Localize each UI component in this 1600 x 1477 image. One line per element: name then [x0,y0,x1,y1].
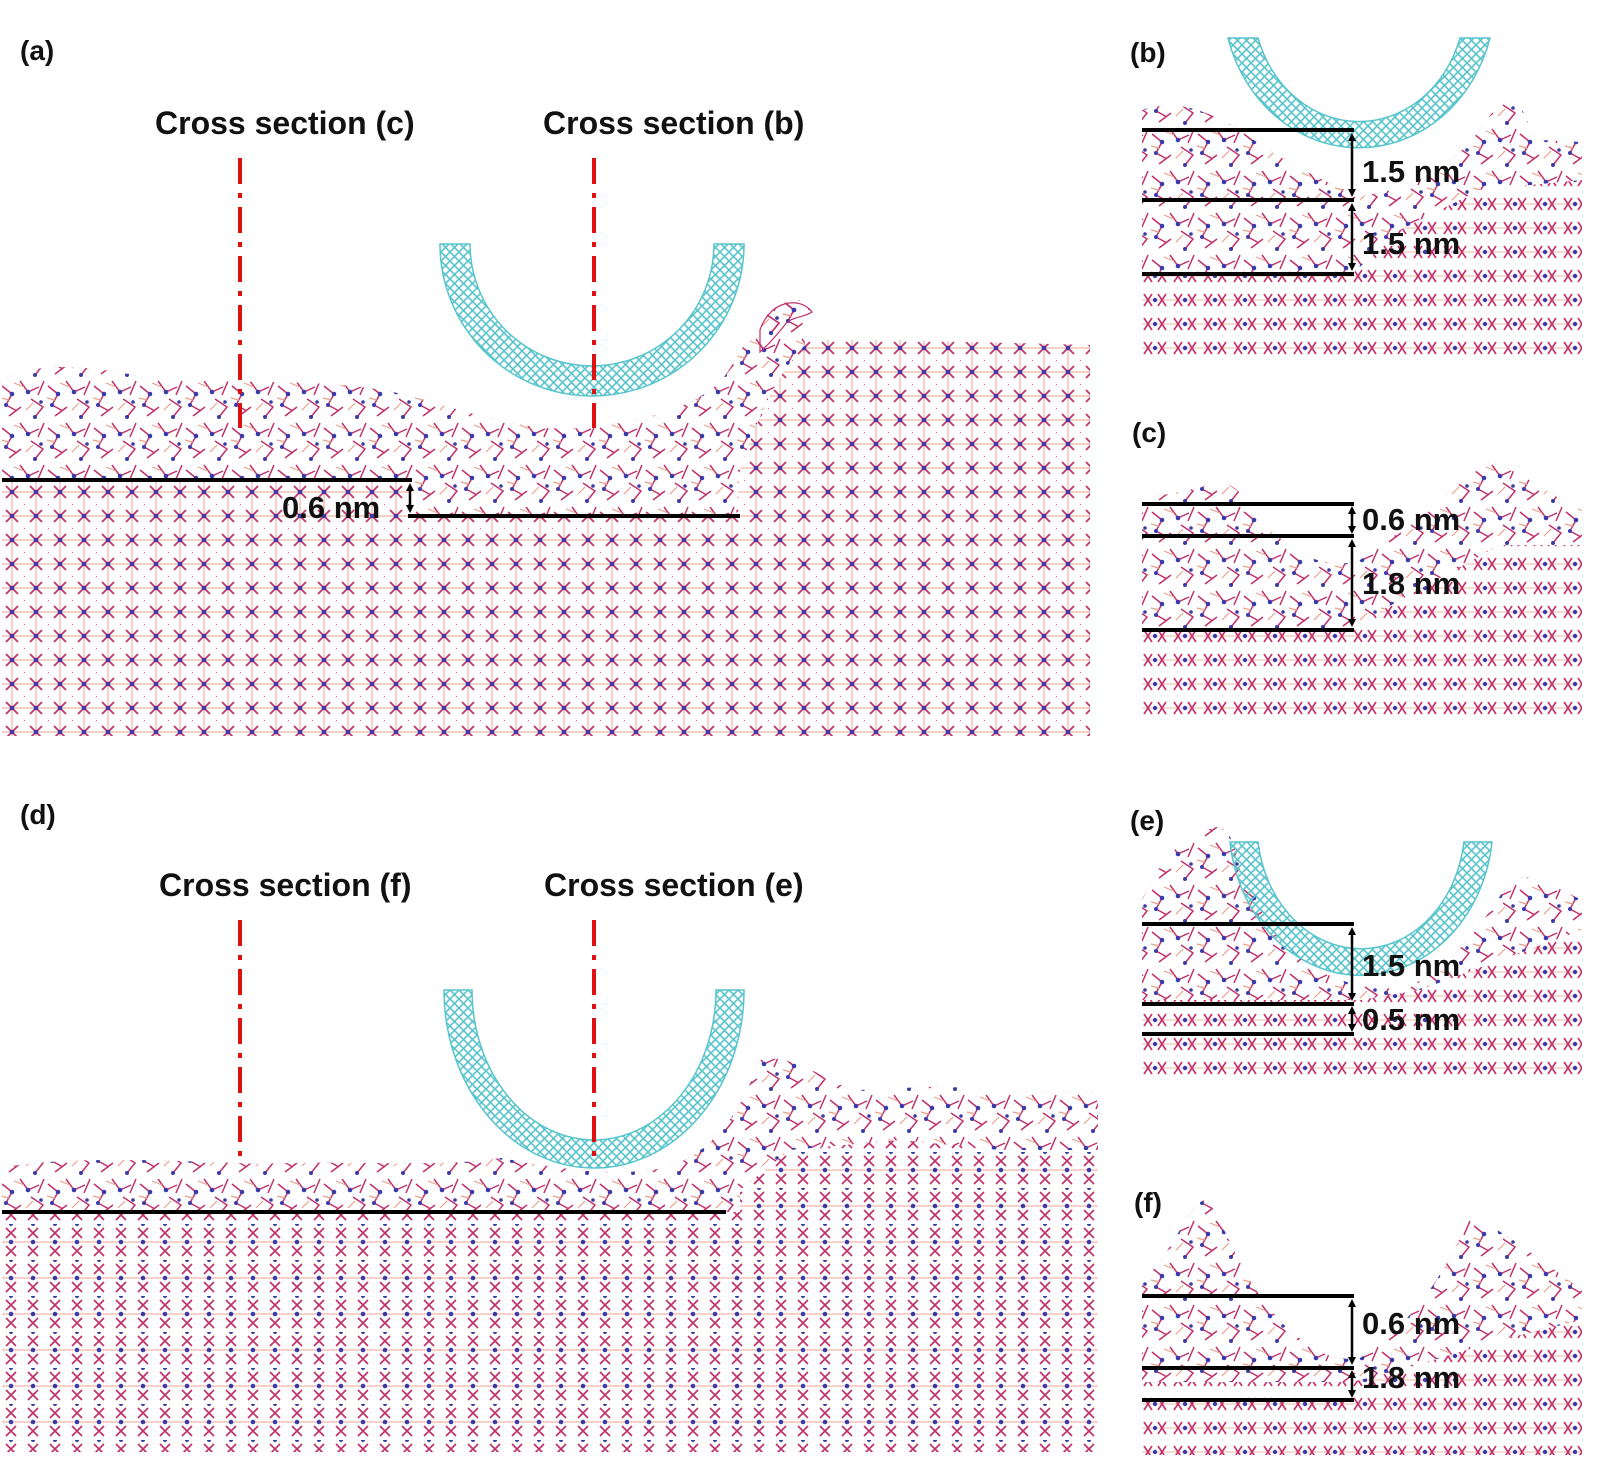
panel-c: (c) 0.6 nm 1.8 nm [1132,417,1582,722]
panel-label-b: (b) [1130,37,1166,68]
panel-a: (a) Cross section (c) Cross section (b) … [2,35,1090,736]
panel-b-upper-depth: 1.5 nm [1362,154,1460,189]
panel-e-upper-depth: 1.5 nm [1362,948,1460,983]
panel-e-tool [1229,841,1493,976]
panel-e-lower-depth: 0.5 nm [1362,1002,1460,1037]
cross-section-f-label: Cross section (f) [159,867,411,903]
cross-section-e-label: Cross section (e) [544,867,804,903]
panel-label-e: (e) [1130,805,1164,836]
panel-b: (b) 1.5 nm 1.5 nm [1130,37,1582,360]
panel-c-lower-depth: 1.8 nm [1362,566,1460,601]
panel-a-tool [439,243,745,397]
panel-f-upper-depth: 0.6 nm [1362,1306,1460,1341]
panel-d-tool [443,989,745,1169]
panel-a-depth-label: 0.6 nm [282,490,380,525]
cross-section-b-label: Cross section (b) [543,105,804,141]
panel-label-f: (f) [1134,1187,1162,1218]
panel-f: (f) 0.6 nm 1.8 nm [1134,1187,1582,1455]
panel-e: (e) 1.5 nm 0.5 nm [1130,805,1582,1080]
panel-f-lower-depth: 1.8 nm [1362,1360,1460,1395]
panel-label-d: (d) [20,799,56,830]
panel-b-lower-depth: 1.5 nm [1362,226,1460,261]
panel-label-a: (a) [20,35,54,66]
cross-section-c-label: Cross section (c) [155,105,415,141]
panel-c-upper-depth: 0.6 nm [1362,502,1460,537]
panel-a-chip [759,302,813,354]
panel-d: (d) Cross section (f) Cross section (e) [2,799,1098,1452]
panel-label-c: (c) [1132,417,1166,448]
